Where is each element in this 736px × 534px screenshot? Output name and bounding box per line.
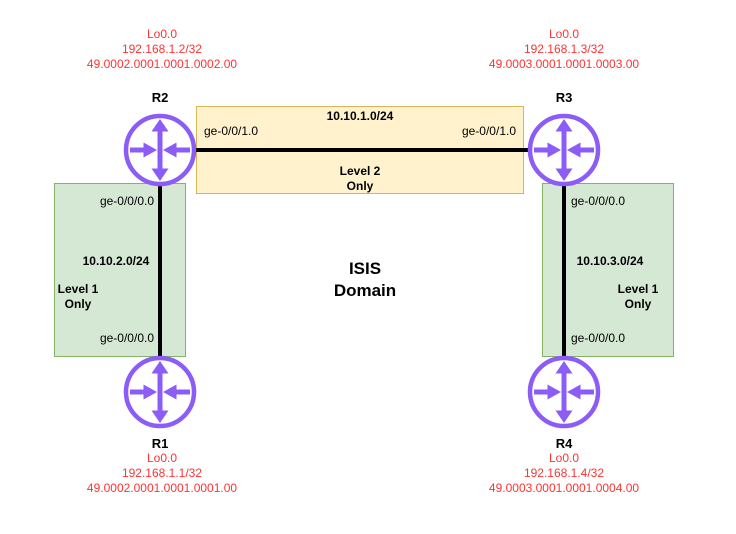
link-line-r2-r1	[158, 150, 162, 392]
interface-label-r1-ge-0-0-0: ge-0/0/0.0	[99, 331, 154, 345]
level-mode-label-r3-r4: Level 1 Only	[617, 282, 659, 311]
link-line-r3-r4	[562, 150, 566, 392]
router-name-r2: R2	[151, 90, 169, 105]
interface-label-r3-ge-0-0-1: ge-0/0/1.0	[461, 124, 516, 138]
router-node-r3	[526, 112, 602, 188]
interface-label-r2-ge-0-0-1: ge-0/0/1.0	[204, 124, 259, 138]
level1-zone-left: ge-0/0/0.0 10.10.2.0/24 Level 1 Only ge-…	[54, 183, 186, 357]
router-name-r1: R1	[151, 436, 169, 451]
loopback-label-r2: Lo0.0 192.168.1.2/32 49.0002.0001.0001.0…	[86, 27, 238, 71]
router-icon	[123, 113, 197, 187]
loopback-label-r1: Lo0.0 192.168.1.1/32 49.0002.0001.0001.0…	[86, 451, 238, 495]
router-name-r3: R3	[555, 90, 573, 105]
isis-domain-label: ISIS Domain	[333, 259, 397, 300]
router-node-r4	[526, 354, 602, 430]
link-line-r2-r3	[160, 148, 564, 152]
router-name-r4: R4	[555, 436, 573, 451]
router-node-r2	[122, 112, 198, 188]
level-mode-label-r2-r3: Level 2 Only	[339, 164, 381, 193]
subnet-label-r3-r4: 10.10.3.0/24	[576, 254, 644, 268]
interface-label-r4-ge-0-0-0: ge-0/0/0.0	[571, 331, 626, 345]
level-mode-label-r2-r1: Level 1 Only	[57, 282, 99, 311]
router-node-r1	[122, 354, 198, 430]
loopback-label-r3: Lo0.0 192.168.1.3/32 49.0003.0001.0001.0…	[488, 27, 640, 71]
router-icon	[527, 355, 601, 429]
loopback-label-r4: Lo0.0 192.168.1.4/32 49.0003.0001.0001.0…	[488, 451, 640, 495]
router-icon	[527, 113, 601, 187]
subnet-label-r2-r3: 10.10.1.0/24	[326, 109, 394, 123]
router-icon	[123, 355, 197, 429]
subnet-label-r2-r1: 10.10.2.0/24	[82, 254, 150, 268]
interface-label-r2-ge-0-0-0: ge-0/0/0.0	[99, 194, 154, 208]
interface-label-r3-ge-0-0-0: ge-0/0/0.0	[571, 194, 626, 208]
